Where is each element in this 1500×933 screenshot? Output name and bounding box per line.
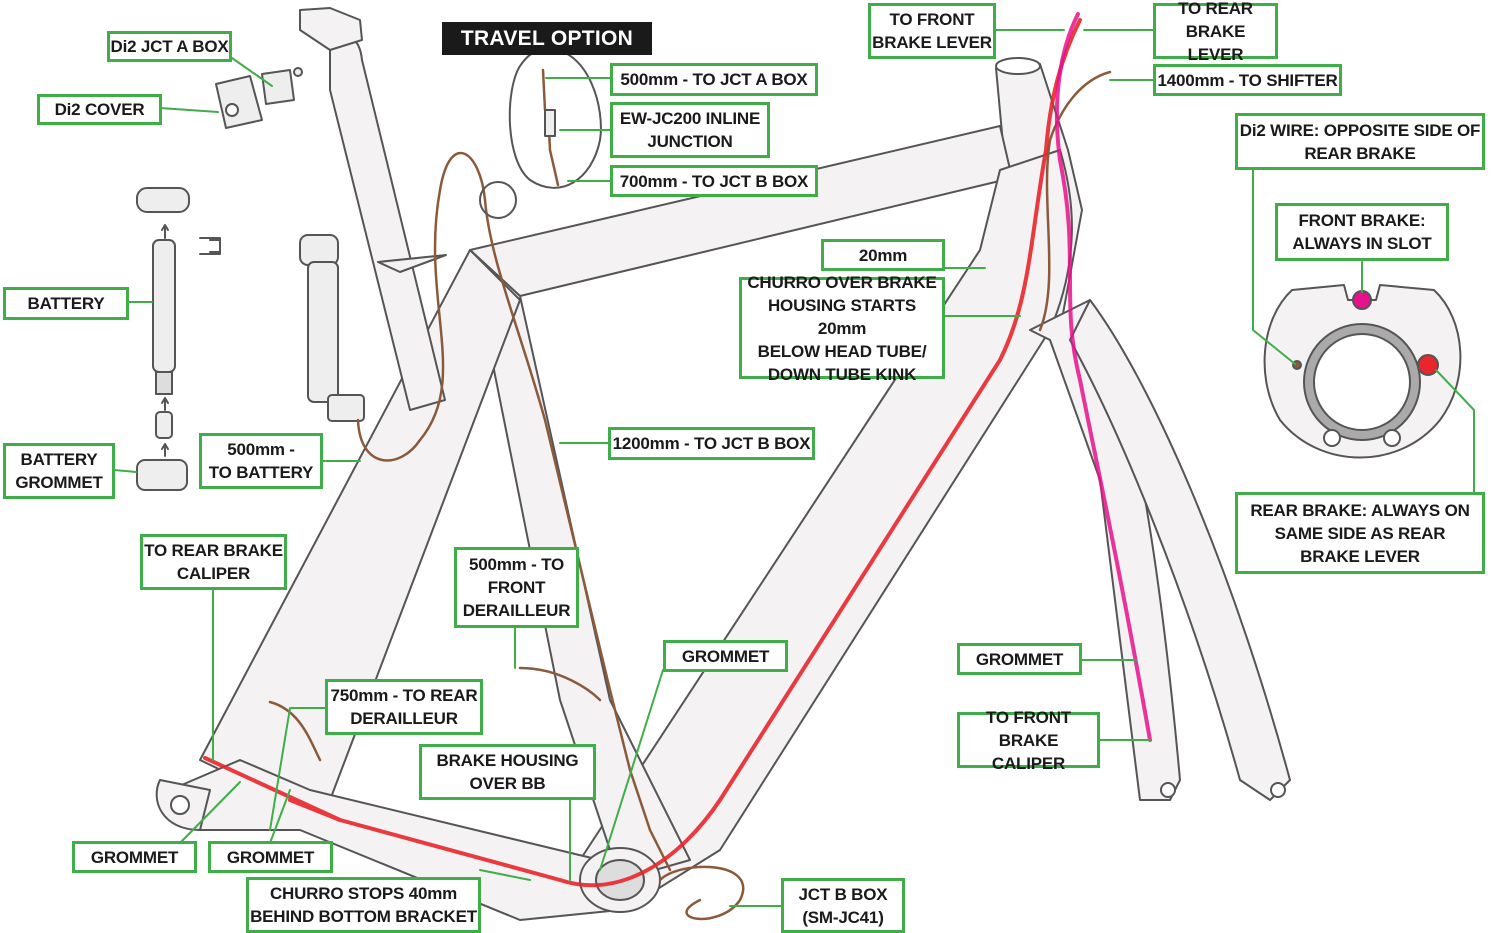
label-shifter-1400: 1400mm - TO SHIFTER bbox=[1153, 64, 1342, 96]
label-churro-over-housing: CHURRO OVER BRAKE HOUSING STARTS 20mm BE… bbox=[739, 273, 945, 384]
label-front-derailleur-500: 500mm - TO FRONT DERAILLEUR bbox=[454, 547, 579, 628]
leader-lines bbox=[113, 29, 1475, 907]
label-grommet-right: GROMMET bbox=[208, 841, 333, 873]
bicycle-frame bbox=[155, 7, 1291, 921]
front-brake-housing bbox=[1054, 12, 1152, 742]
label-to-rear-brake-lever: TO REAR BRAKE LEVER bbox=[1153, 0, 1278, 64]
label-to-front-brake-caliper: TO FRONT BRAKE CALIPER bbox=[957, 708, 1100, 773]
label-di2-cover: Di2 COVER bbox=[37, 94, 162, 125]
brake-mount-detail bbox=[1263, 284, 1462, 459]
label-jct-b-box: JCT B BOX (SM-JC41) bbox=[781, 878, 905, 933]
label-rear-brake-same-side: REAR BRAKE: ALWAYS ON SAME SIDE AS REAR … bbox=[1235, 492, 1485, 574]
label-to-battery-500: 500mm - TO BATTERY bbox=[199, 433, 323, 489]
travel-option-title: TRAVEL OPTION bbox=[442, 22, 652, 55]
label-churro-20mm: 20mm bbox=[821, 239, 945, 271]
label-di2-wire-opposite: Di2 WIRE: OPPOSITE SIDE OF REAR BRAKE bbox=[1235, 113, 1485, 170]
seatpost bbox=[329, 35, 446, 411]
label-jct-b-700: 700mm - TO JCT B BOX bbox=[610, 165, 818, 197]
label-jct-b-1200: 1200mm - TO JCT B BOX bbox=[608, 427, 815, 460]
label-to-front-brake-lever: TO FRONT BRAKE LEVER bbox=[868, 3, 996, 59]
label-grommet-left: GROMMET bbox=[72, 841, 197, 873]
label-di2-jct-a-box: Di2 JCT A BOX bbox=[107, 31, 232, 62]
label-battery-grommet: BATTERY GROMMET bbox=[3, 443, 115, 499]
label-rear-derailleur-750: 750mm - TO REAR DERAILLEUR bbox=[325, 679, 483, 735]
inline-junction-zoom bbox=[479, 47, 602, 219]
label-to-rear-brake-caliper: TO REAR BRAKE CALIPER bbox=[140, 534, 287, 590]
label-battery: BATTERY bbox=[3, 287, 129, 320]
label-brake-housing-bb: BRAKE HOUSING OVER BB bbox=[419, 744, 596, 800]
label-inline-junction: EW-JC200 INLINE JUNCTION bbox=[610, 102, 770, 158]
seat-tube bbox=[469, 249, 691, 881]
label-jct-a-500: 500mm - TO JCT A BOX bbox=[610, 63, 818, 96]
label-churro-stops: CHURRO STOPS 40mm BEHIND BOTTOM BRACKET bbox=[246, 877, 481, 933]
battery-parts bbox=[136, 67, 365, 491]
label-front-brake-slot: FRONT BRAKE: ALWAYS IN SLOT bbox=[1275, 203, 1449, 261]
label-grommet-mid: GROMMET bbox=[663, 640, 788, 672]
label-grommet-fork: GROMMET bbox=[957, 643, 1082, 675]
di2-wires bbox=[268, 70, 1112, 921]
